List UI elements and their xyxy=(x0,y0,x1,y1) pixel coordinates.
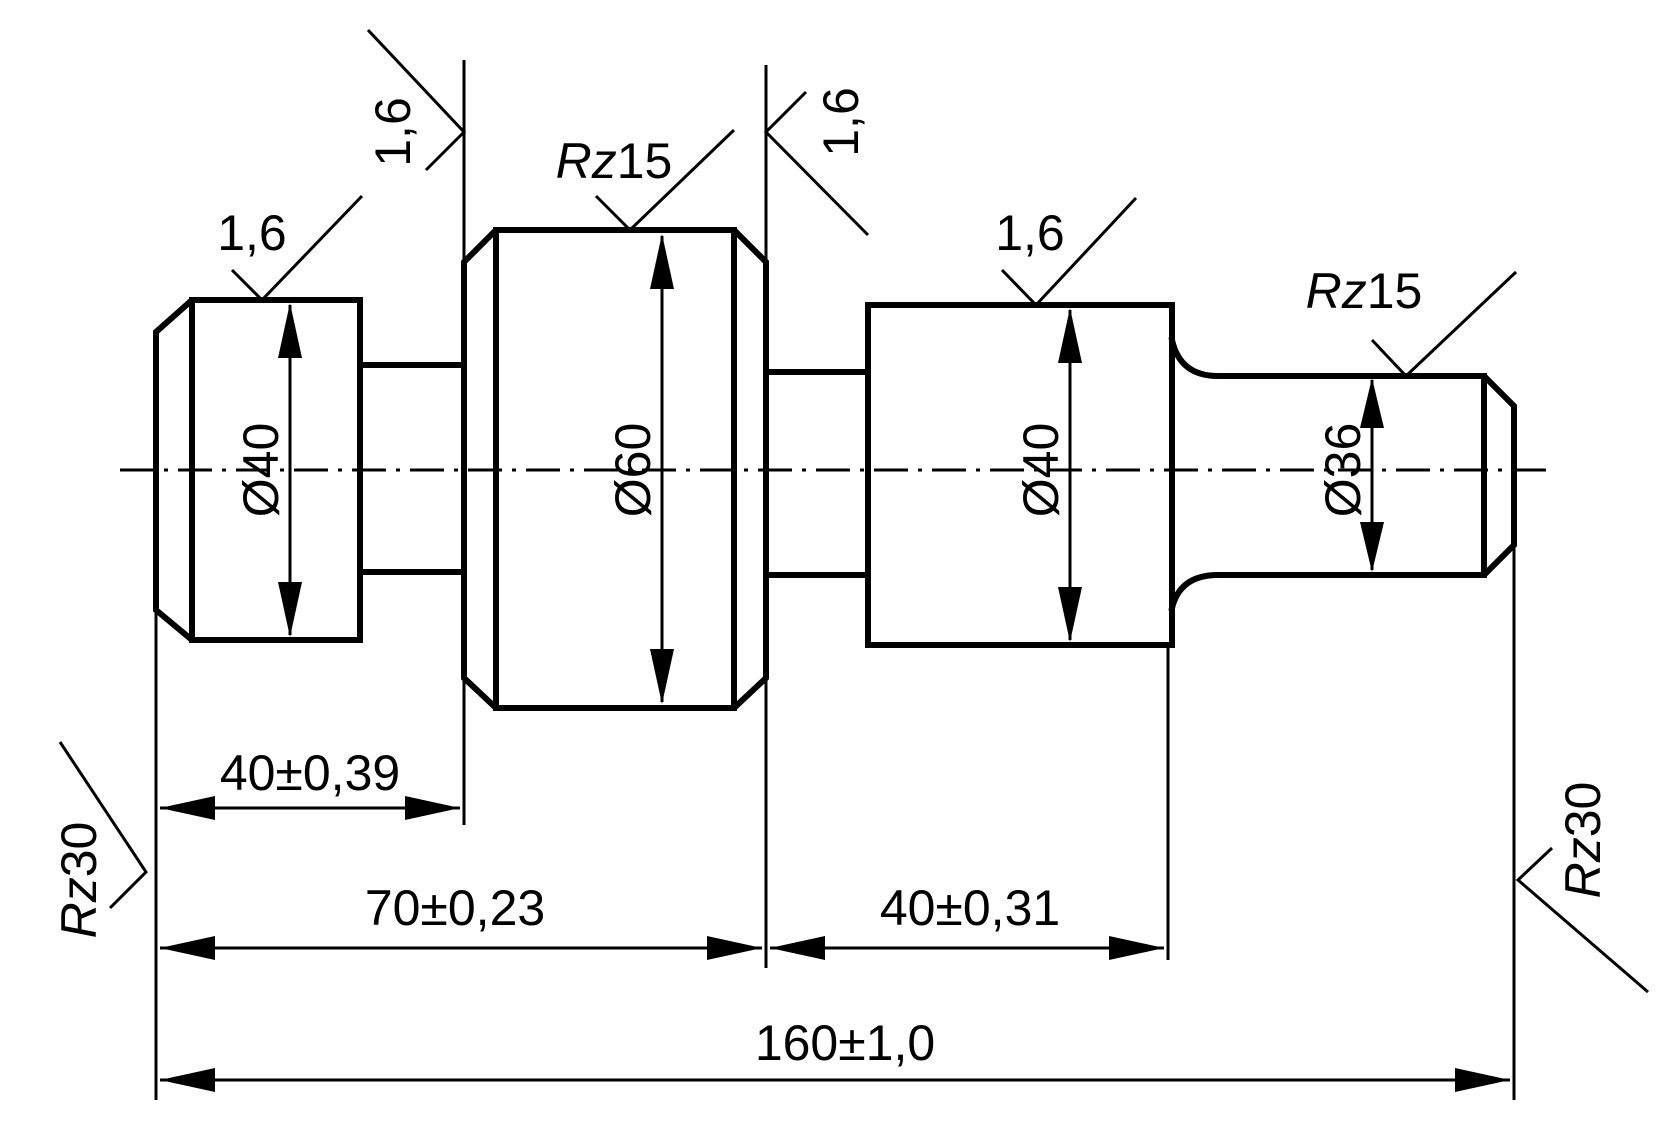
roughness-value-flange-top: Rz15 xyxy=(556,133,673,189)
rz-number-right-end: 15 xyxy=(1367,263,1423,319)
dim-text-right-journal: 40±0,31 xyxy=(880,880,1060,936)
arrow-right-journal-top xyxy=(1058,308,1082,363)
rz-prefix-flange: Rz xyxy=(556,133,617,189)
arrow-to-flange-end xyxy=(707,936,762,960)
rz-prefix-right-face: Rz xyxy=(1555,837,1611,898)
arrow-right-end-bottom xyxy=(1360,522,1384,572)
dim-text-to-flange: 70±0,23 xyxy=(365,880,545,936)
roughness-symbol-flange-top xyxy=(594,128,736,233)
arrow-right-end-top xyxy=(1360,378,1384,428)
roughness-value-right-end: Rz15 xyxy=(1306,263,1423,319)
arrow-left-shoulder-start xyxy=(160,796,215,820)
dia-text-right-end: Ø36 xyxy=(1315,423,1371,518)
roughness-value-left-face: Rz30 xyxy=(51,822,107,939)
arrow-left-journal-bottom xyxy=(278,582,302,637)
arrow-left-shoulder-end xyxy=(405,796,460,820)
right-journal-outline xyxy=(865,302,1175,648)
length-dimensions: 40±0,39 70±0,23 40±0,31 160±1,0 xyxy=(160,745,1510,1092)
arrow-flange-bottom xyxy=(650,649,674,704)
roughness-symbol-flange-right xyxy=(763,90,870,237)
roughness-symbol-left-journal xyxy=(230,194,364,303)
roughness-symbol-flange-left xyxy=(366,28,467,172)
roughness-value-right-face: Rz30 xyxy=(1555,782,1611,899)
arrow-right-journal-bottom xyxy=(1058,587,1082,642)
dia-text-left-journal: Ø40 xyxy=(233,423,289,518)
roughness-symbol-right-face xyxy=(1515,846,1649,994)
rz-prefix-right-end: Rz xyxy=(1306,263,1367,319)
rz-number-right-face: 30 xyxy=(1555,782,1611,838)
roughness-symbol-left-face xyxy=(58,741,148,910)
roughness-symbol-right-end xyxy=(1370,270,1518,379)
arrow-overall-start xyxy=(160,1068,215,1092)
arrow-to-flange-start xyxy=(160,936,215,960)
dia-text-right-journal: Ø40 xyxy=(1013,423,1069,518)
roughness-symbols: 1,6 1,6 Rz15 1,6 1,6 Rz15 Rz30 Rz30 xyxy=(51,28,1649,994)
arrow-overall-end xyxy=(1455,1068,1510,1092)
roughness-value-flange-left: 1,6 xyxy=(365,97,421,167)
arrow-right-journal-end xyxy=(1109,936,1164,960)
diameter-dimensions: Ø40 Ø60 Ø40 Ø36 xyxy=(233,234,1384,704)
rz-prefix-left-face: Rz xyxy=(51,877,107,938)
right-end-outline xyxy=(1168,336,1517,612)
extension-lines xyxy=(154,60,1516,1100)
roughness-value-left-journal: 1,6 xyxy=(217,205,287,261)
arrow-flange-top xyxy=(650,234,674,289)
rz-number-left-face: 30 xyxy=(51,822,107,878)
dim-text-overall: 160±1,0 xyxy=(755,1015,935,1071)
roughness-value-flange-right: 1,6 xyxy=(813,87,869,157)
rz-number-flange: 15 xyxy=(617,133,673,189)
right-neck-outline xyxy=(763,369,871,578)
left-neck-outline xyxy=(357,362,467,575)
dia-text-flange: Ø60 xyxy=(605,423,661,518)
arrow-left-journal-top xyxy=(278,303,302,358)
roughness-value-right-journal: 1,6 xyxy=(995,205,1065,261)
roughness-symbol-right-journal xyxy=(1000,196,1138,308)
arrow-right-journal-start xyxy=(770,936,825,960)
dim-text-left-shoulder: 40±0,39 xyxy=(220,745,400,801)
